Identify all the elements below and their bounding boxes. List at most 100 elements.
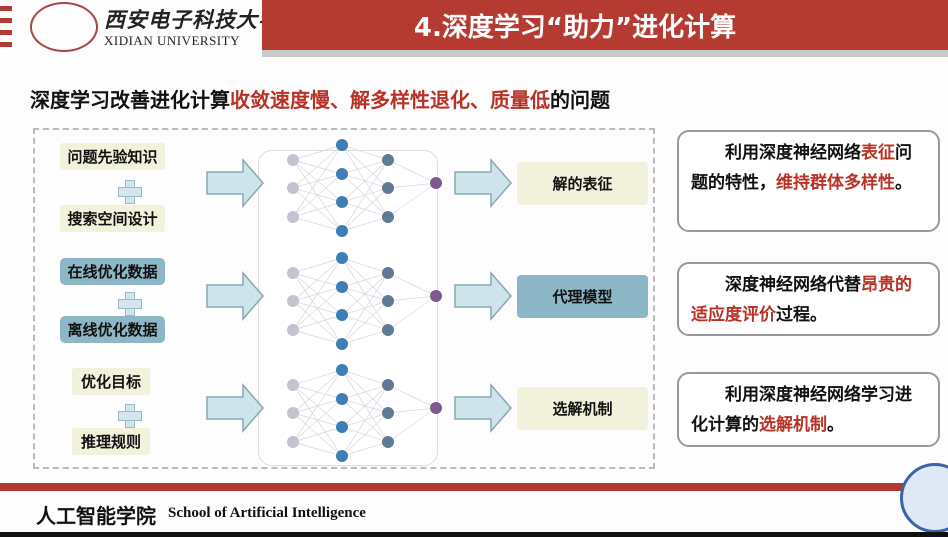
school-name-en: School of Artificial Intelligence xyxy=(168,505,366,521)
nn-edge xyxy=(341,272,389,288)
nn-node xyxy=(336,450,348,462)
nn-edge xyxy=(341,384,389,457)
nn-edge xyxy=(341,257,389,302)
subtitle-prefix: 深度学习改善进化计算 xyxy=(30,88,230,112)
input-box: 在线优化数据 xyxy=(60,258,165,285)
nn-edge xyxy=(292,369,343,443)
input-box: 优化目标 xyxy=(72,368,150,395)
desc-highlight: 昂贵的适应度评价 xyxy=(691,275,912,325)
nn-edge xyxy=(292,314,343,331)
slide-subtitle: 深度学习改善进化计算收敛速度慢、解多样性退化、质量低的问题 xyxy=(30,84,610,113)
plus-icon xyxy=(118,292,142,316)
nn-edge xyxy=(387,182,437,189)
plus-icon xyxy=(118,180,142,204)
arrow-icon xyxy=(454,157,512,209)
arrow-icon xyxy=(454,270,512,322)
input-box: 问题先验知识 xyxy=(60,143,165,170)
nn-edge xyxy=(341,187,389,232)
nn-node xyxy=(336,139,348,151)
nn-node xyxy=(287,211,299,223)
description-box: 利用深度神经网络学习进化计算的选解机制。 xyxy=(677,372,940,447)
nn-node xyxy=(430,402,442,414)
output-box: 选解机制 xyxy=(517,387,648,430)
nn-edge xyxy=(341,369,389,386)
nn-edge xyxy=(292,144,343,218)
arrow-icon xyxy=(206,382,264,434)
plus-icon xyxy=(118,404,142,428)
subtitle-highlight: 收敛速度慢、解多样性退化、质量低 xyxy=(230,88,550,112)
nn-edge xyxy=(341,144,389,161)
nn-node xyxy=(336,281,348,293)
subtitle-suffix: 的问题 xyxy=(550,88,610,112)
input-box: 搜索空间设计 xyxy=(60,205,165,232)
nn-edge xyxy=(341,272,389,316)
nn-node xyxy=(287,324,299,336)
nn-node xyxy=(382,154,394,166)
nn-node xyxy=(336,196,348,208)
nn-edge xyxy=(341,441,389,457)
nn-edge xyxy=(292,272,343,288)
arrow-icon xyxy=(454,382,512,434)
nn-node xyxy=(287,436,299,448)
nn-node xyxy=(382,211,394,223)
nn-edge xyxy=(341,144,389,189)
desc-text: 过程。 xyxy=(776,305,827,325)
desc-text: 深度神经网络代替 xyxy=(725,275,861,295)
nn-edge xyxy=(387,295,437,331)
nn-edge xyxy=(341,300,389,345)
university-name-cn: 西安电子科技大学 xyxy=(104,7,280,32)
desc-highlight: 表征 xyxy=(861,143,895,163)
nn-node xyxy=(287,182,299,194)
desc-text: 利用深度神经网络 xyxy=(725,143,861,163)
nn-edge xyxy=(341,384,389,400)
university-name-en: XIDIAN UNIVERSITY xyxy=(104,33,240,48)
nn-edge xyxy=(387,407,437,414)
nn-edge xyxy=(341,384,389,428)
nn-edge xyxy=(292,329,343,345)
nn-edge xyxy=(341,272,389,345)
nn-node xyxy=(336,309,348,321)
bottom-band xyxy=(0,532,948,537)
nn-node xyxy=(287,267,299,279)
nn-edge xyxy=(292,257,343,302)
nn-edge xyxy=(341,329,389,345)
arrow-icon xyxy=(206,157,264,209)
slide-title: 4.深度学习“助力”进化计算 xyxy=(262,0,948,50)
description-box: 利用深度神经网络表征问题的特性，维持群体多样性。 xyxy=(677,130,940,232)
description-box: 深度神经网络代替昂贵的适应度评价过程。 xyxy=(677,262,940,336)
desc-text: 利用深度神经网络学习进化计算的 xyxy=(691,385,912,435)
nn-node xyxy=(382,324,394,336)
nn-node xyxy=(287,154,299,166)
nn-edge xyxy=(387,384,437,409)
nn-edge xyxy=(292,257,343,274)
nn-edge xyxy=(341,412,389,457)
nn-node xyxy=(382,379,394,391)
nn-edge xyxy=(292,441,343,457)
nn-node xyxy=(336,421,348,433)
nn-edge xyxy=(292,173,343,218)
nn-edge xyxy=(292,300,343,316)
nn-edge xyxy=(341,369,389,414)
nn-edge xyxy=(292,412,343,428)
nn-edge xyxy=(387,182,437,218)
desc-text: 。 xyxy=(827,415,844,435)
desc-highlight: 维持群体多样性 xyxy=(776,173,895,193)
input-box: 推理规则 xyxy=(72,428,150,455)
nn-node xyxy=(430,177,442,189)
nn-edge xyxy=(292,159,343,175)
arrow-icon xyxy=(206,270,264,322)
nn-edge xyxy=(387,295,437,302)
nn-edge xyxy=(341,257,389,274)
desc-highlight: 选解机制 xyxy=(759,415,827,435)
nn-node xyxy=(287,379,299,391)
nn-edge xyxy=(292,201,343,218)
nn-edge xyxy=(292,426,343,443)
nn-edge xyxy=(341,159,389,203)
input-box: 离线优化数据 xyxy=(60,316,165,343)
nn-edge xyxy=(292,286,343,331)
school-logo xyxy=(900,463,948,533)
nn-edge xyxy=(292,257,343,331)
header-stripe xyxy=(0,6,12,11)
nn-edge xyxy=(387,159,437,184)
nn-node xyxy=(287,407,299,419)
